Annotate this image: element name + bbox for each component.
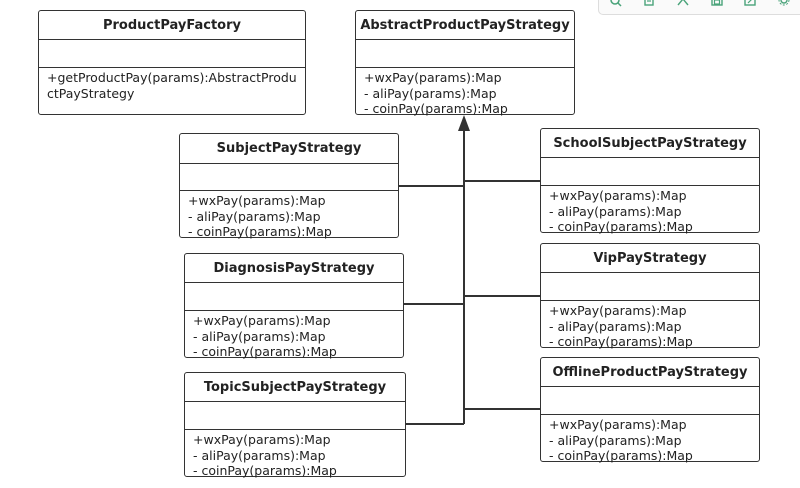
class-abstract-product-pay-strategy[interactable]: AbstractProductPayStrategy +wxPay(params… bbox=[355, 10, 575, 117]
class-methods: +wxPay(params):Map - aliPay(params):Map … bbox=[185, 430, 405, 479]
method: +wxPay(params):Map bbox=[549, 417, 687, 432]
method: - aliPay(params):Map bbox=[188, 208, 321, 224]
class-vip-pay-strategy[interactable]: VipPayStrategy +wxPay(params):Map - aliP… bbox=[540, 243, 760, 350]
method: - aliPay(params):Map bbox=[364, 85, 497, 101]
method: +wxPay(params):Map bbox=[193, 313, 331, 328]
class-name: DiagnosisPayStrategy bbox=[185, 254, 403, 283]
generalization-arrowhead bbox=[458, 115, 470, 131]
method: +getProductPay(params):AbstractProductPa… bbox=[47, 70, 297, 101]
diagram-toolbar bbox=[598, 0, 800, 15]
method: +wxPay(params):Map bbox=[549, 188, 687, 203]
class-attributes bbox=[356, 40, 574, 68]
class-methods: +wxPay(params):Map - aliPay(params):Map … bbox=[180, 191, 398, 240]
class-attributes bbox=[541, 273, 759, 301]
method: - coinPay(params):Map bbox=[193, 344, 337, 359]
class-methods: +wxPay(params):Map - aliPay(params):Map … bbox=[356, 68, 574, 117]
class-methods: +wxPay(params):Map - aliPay(params):Map … bbox=[185, 311, 403, 360]
class-offline-product-pay-strategy[interactable]: OfflineProductPayStrategy +wxPay(params)… bbox=[540, 357, 760, 464]
method: - aliPay(params):Map bbox=[549, 432, 682, 448]
class-product-pay-factory[interactable]: ProductPayFactory +getProductPay(params)… bbox=[38, 10, 306, 115]
class-name: VipPayStrategy bbox=[541, 244, 759, 273]
method: - aliPay(params):Map bbox=[549, 203, 682, 219]
class-methods: +wxPay(params):Map - aliPay(params):Map … bbox=[541, 301, 759, 350]
class-methods: +wxPay(params):Map - aliPay(params):Map … bbox=[541, 415, 759, 464]
class-methods: +wxPay(params):Map - aliPay(params):Map … bbox=[541, 186, 759, 235]
class-name: OfflineProductPayStrategy bbox=[541, 358, 759, 387]
method: - coinPay(params):Map bbox=[188, 224, 332, 239]
method: +wxPay(params):Map bbox=[188, 193, 326, 208]
class-name: ProductPayFactory bbox=[39, 11, 305, 40]
method: - coinPay(params):Map bbox=[549, 448, 693, 463]
class-diagnosis-pay-strategy[interactable]: DiagnosisPayStrategy +wxPay(params):Map … bbox=[184, 253, 404, 360]
class-attributes bbox=[541, 158, 759, 186]
class-methods: +getProductPay(params):AbstractProductPa… bbox=[39, 68, 305, 101]
class-attributes bbox=[541, 387, 759, 415]
settings-icon[interactable] bbox=[777, 0, 791, 9]
method: - coinPay(params):Map bbox=[193, 463, 337, 478]
method: - aliPay(params):Map bbox=[549, 318, 682, 334]
class-school-subject-pay-strategy[interactable]: SchoolSubjectPayStrategy +wxPay(params):… bbox=[540, 128, 760, 235]
class-name: AbstractProductPayStrategy bbox=[356, 11, 574, 40]
method: +wxPay(params):Map bbox=[364, 70, 502, 85]
class-attributes bbox=[39, 40, 305, 68]
method: +wxPay(params):Map bbox=[193, 432, 331, 447]
expand-icon[interactable] bbox=[676, 0, 690, 9]
class-name: SchoolSubjectPayStrategy bbox=[541, 129, 759, 158]
page-icon[interactable] bbox=[642, 0, 656, 9]
method: - aliPay(params):Map bbox=[193, 447, 326, 463]
class-topic-subject-pay-strategy[interactable]: TopicSubjectPayStrategy +wxPay(params):M… bbox=[184, 372, 406, 479]
class-subject-pay-strategy[interactable]: SubjectPayStrategy +wxPay(params):Map - … bbox=[179, 133, 399, 240]
method: +wxPay(params):Map bbox=[549, 303, 687, 318]
method: - coinPay(params):Map bbox=[364, 101, 508, 116]
method: - coinPay(params):Map bbox=[549, 219, 693, 234]
class-name: TopicSubjectPayStrategy bbox=[185, 373, 405, 402]
class-attributes bbox=[185, 283, 403, 311]
method: - coinPay(params):Map bbox=[549, 334, 693, 349]
class-name: SubjectPayStrategy bbox=[180, 134, 398, 164]
save-icon[interactable] bbox=[710, 0, 724, 9]
class-attributes bbox=[185, 402, 405, 430]
method: - aliPay(params):Map bbox=[193, 328, 326, 344]
class-attributes bbox=[180, 164, 398, 191]
export-icon[interactable] bbox=[743, 0, 757, 9]
search-icon[interactable] bbox=[609, 0, 623, 9]
